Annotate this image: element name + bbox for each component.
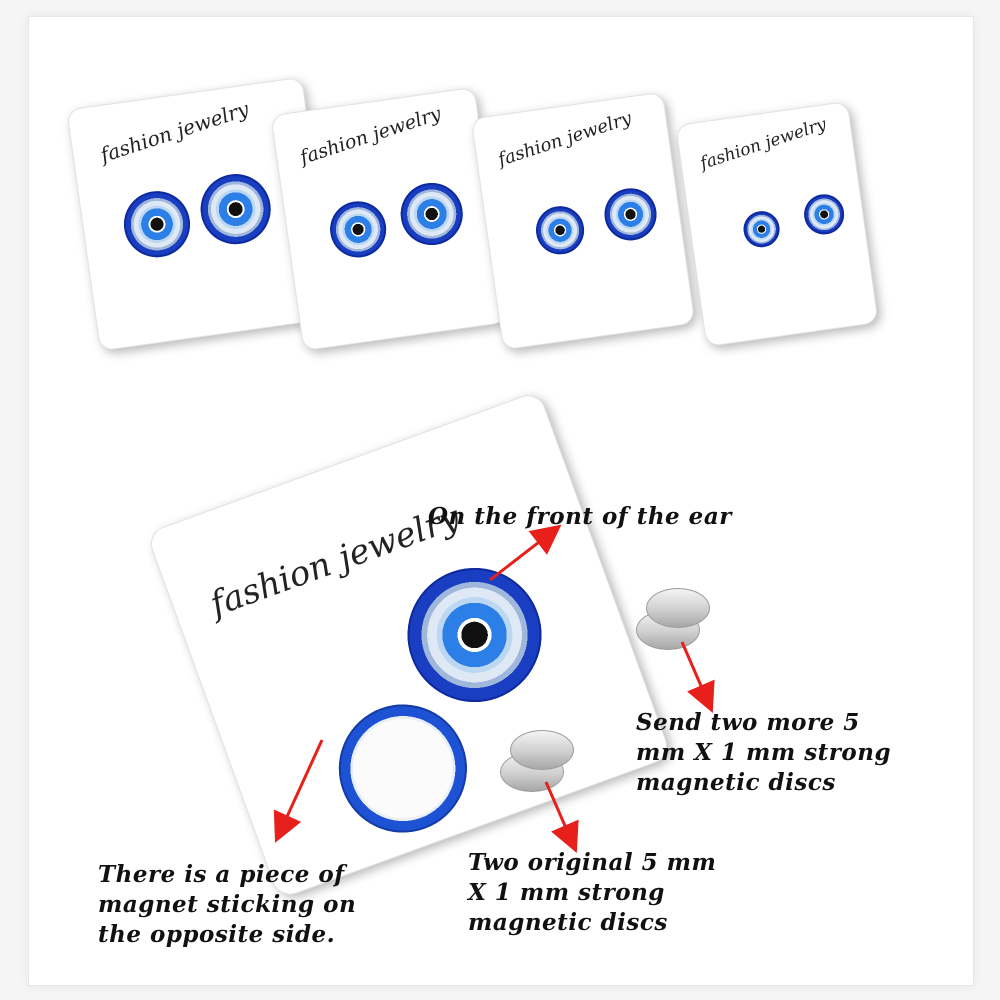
evil-eye-earring <box>396 178 467 250</box>
label-line: Two original 5 mm <box>468 849 717 876</box>
evil-eye-earring-front <box>388 549 561 721</box>
label-line: There is a piece of <box>98 861 345 888</box>
label-line: X 1 mm strong <box>468 879 665 906</box>
label-line: Send two more 5 <box>636 709 860 736</box>
label-extra-magnets: Send two more 5 mm X 1 mm strong magneti… <box>636 708 891 798</box>
evil-eye-earring <box>532 203 588 258</box>
magnet-disc <box>510 730 574 770</box>
card-brand-label: fashion jewelry <box>697 114 829 174</box>
label-back-side: There is a piece of magnet sticking on t… <box>98 860 356 950</box>
earring-card-smallest: fashion jewelry <box>675 100 879 348</box>
evil-eye-earring <box>196 169 276 249</box>
earring-card-small: fashion jewelry <box>470 91 696 351</box>
evil-eye-earring <box>741 208 782 250</box>
label-line: mm X 1 mm strong <box>636 739 892 766</box>
card-brand-label: fashion jewelry <box>297 102 444 169</box>
evil-eye-earring <box>601 184 660 244</box>
card-brand-label: fashion jewelry <box>97 96 252 168</box>
label-line: magnetic discs <box>468 909 668 936</box>
magnet-disc <box>646 588 710 628</box>
label-front-of-ear: On the front of the ear <box>428 503 732 530</box>
evil-eye-earring <box>119 186 195 262</box>
label-original-magnets: Two original 5 mm X 1 mm strong magnetic… <box>468 848 716 938</box>
earring-back-magnet-disc <box>320 686 485 851</box>
card-brand-label: fashion jewelry <box>495 107 635 171</box>
label-line: magnet sticking on <box>98 891 357 918</box>
label-line: magnetic discs <box>636 769 836 796</box>
label-line: the opposite side. <box>98 921 336 948</box>
evil-eye-earring <box>801 191 847 237</box>
evil-eye-earring <box>326 197 390 262</box>
